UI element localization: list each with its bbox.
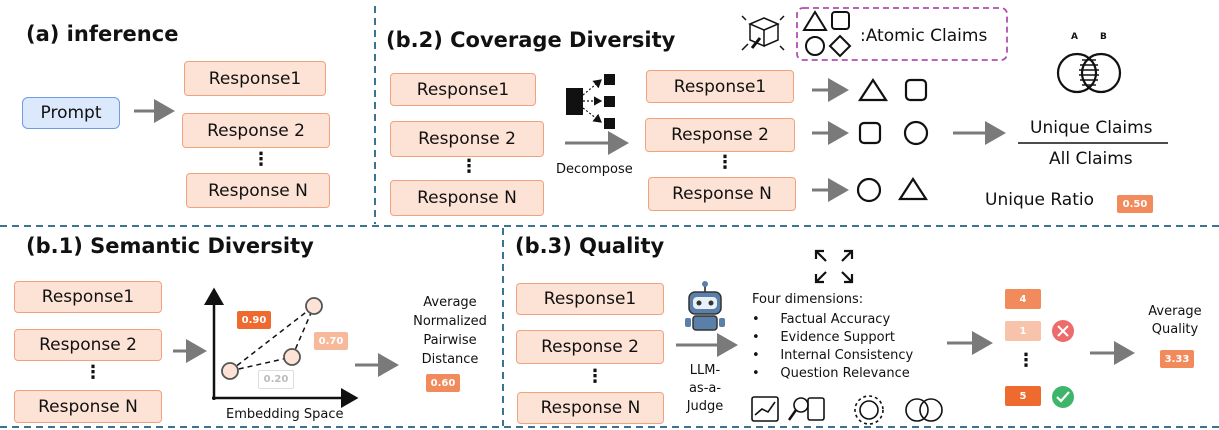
unique-claims-label: Unique Claims — [1030, 118, 1153, 138]
response-box: Response1 — [390, 73, 536, 106]
average-distance-badge: 0.60 — [426, 374, 460, 392]
embedding-space-label: Embedding Space — [226, 407, 344, 422]
overlap-icon — [905, 398, 929, 422]
claim-shapes — [856, 77, 929, 203]
triangle-icon — [857, 77, 889, 102]
panel-b1-title: (b.1) Semantic Diversity — [26, 234, 314, 258]
all-claims-label: All Claims — [1049, 149, 1133, 169]
venn-label-a: A — [1071, 32, 1078, 42]
response-box: Response 2 — [516, 330, 664, 364]
decompose-label: Decompose — [556, 162, 633, 177]
decompose-icon — [566, 74, 615, 129]
average-quality-badge: 3.33 — [1160, 350, 1194, 368]
panel-a-title: (a) inference — [26, 22, 179, 46]
response-box: Response1 — [14, 281, 162, 313]
response-box: Response N — [390, 180, 544, 216]
ellipsis: ⋮ — [460, 156, 478, 177]
dimension-item: • Evidence Support — [752, 330, 896, 345]
dimension-item: • Internal Consistency — [752, 348, 914, 363]
score-badge: 5 — [1005, 386, 1041, 406]
label-line: Judge — [686, 399, 724, 414]
response-box: Response N — [517, 392, 664, 424]
prompt-box: Prompt — [22, 97, 120, 129]
magnifier-icon — [793, 397, 809, 413]
response-box: Response1 — [646, 70, 794, 103]
response-box: Response N — [186, 173, 330, 208]
label-line: Average — [1148, 304, 1202, 319]
label-line: Distance — [421, 352, 479, 367]
cube-icon — [741, 15, 785, 51]
llm-judge-label: LLM- as-a- Judge — [680, 362, 730, 416]
distance-badge: 0.20 — [258, 370, 294, 389]
ellipsis: ⋮ — [716, 152, 734, 173]
unique-ratio-badge: 0.50 — [1117, 195, 1153, 213]
score-badge: 1 — [1005, 321, 1041, 341]
label-line: as-a- — [688, 381, 722, 396]
gear-icon — [859, 400, 879, 420]
response-box: Response 2 — [390, 121, 544, 157]
square-icon — [858, 121, 882, 145]
dimension-item: • Question Relevance — [752, 366, 910, 381]
dimensions-list: • Factual Accuracy • Evidence Support • … — [752, 311, 913, 383]
label-line: Normalized — [413, 314, 487, 329]
panel-b3-title: (b.3) Quality — [515, 234, 665, 258]
circle-icon — [903, 120, 929, 146]
response-box: Response1 — [516, 283, 664, 315]
response-box: Response N — [648, 177, 796, 211]
dimensions-title: Four dimensions: — [752, 292, 864, 307]
chart-report-icon — [751, 396, 779, 422]
ellipsis: ⋮ — [586, 366, 604, 387]
average-distance-label: Average Normalized Pairwise Distance — [402, 293, 498, 369]
dimension-icons — [751, 395, 943, 425]
response-box: Response 2 — [182, 113, 330, 148]
distance-badge: 0.90 — [237, 311, 271, 329]
response-box: Response 2 — [14, 329, 162, 361]
legend-shapes — [802, 10, 852, 58]
atomic-claims-legend — [796, 7, 1008, 61]
triangle-icon — [897, 176, 929, 201]
response-box: Response N — [14, 390, 162, 423]
atomic-claims-label: :Atomic Claims — [860, 26, 988, 46]
score-badge: 4 — [1005, 289, 1041, 309]
robot-icon — [685, 281, 725, 331]
dimension-item: • Factual Accuracy — [752, 312, 891, 327]
average-quality-label: Average Quality — [1140, 303, 1210, 339]
ellipsis: ⋮ — [1017, 350, 1035, 371]
square-icon — [904, 78, 928, 102]
unique-ratio-label: Unique Ratio — [985, 190, 1095, 210]
venn-label-b: B — [1100, 32, 1107, 42]
label-line: LLM- — [689, 363, 721, 378]
label-line: Quality — [1151, 322, 1199, 337]
response-box: Response 2 — [645, 118, 795, 152]
panel-dividers — [0, 6, 1219, 428]
distance-badge: 0.70 — [314, 332, 348, 350]
panel-b2-title: (b.2) Coverage Diversity — [386, 28, 676, 52]
label-line: Pairwise — [423, 333, 477, 348]
ellipsis: ⋮ — [84, 362, 102, 383]
venn-diagram-icon — [1056, 52, 1122, 94]
ellipsis: ⋮ — [252, 149, 270, 170]
embedding-points — [221, 297, 323, 380]
embedding-axes — [204, 287, 359, 408]
label-line: Average — [423, 295, 477, 310]
response-box: Response1 — [184, 61, 326, 96]
circle-icon — [856, 177, 882, 203]
embedding-edges — [229, 305, 315, 372]
check-icon — [1052, 386, 1074, 408]
expand-icon — [814, 249, 854, 284]
